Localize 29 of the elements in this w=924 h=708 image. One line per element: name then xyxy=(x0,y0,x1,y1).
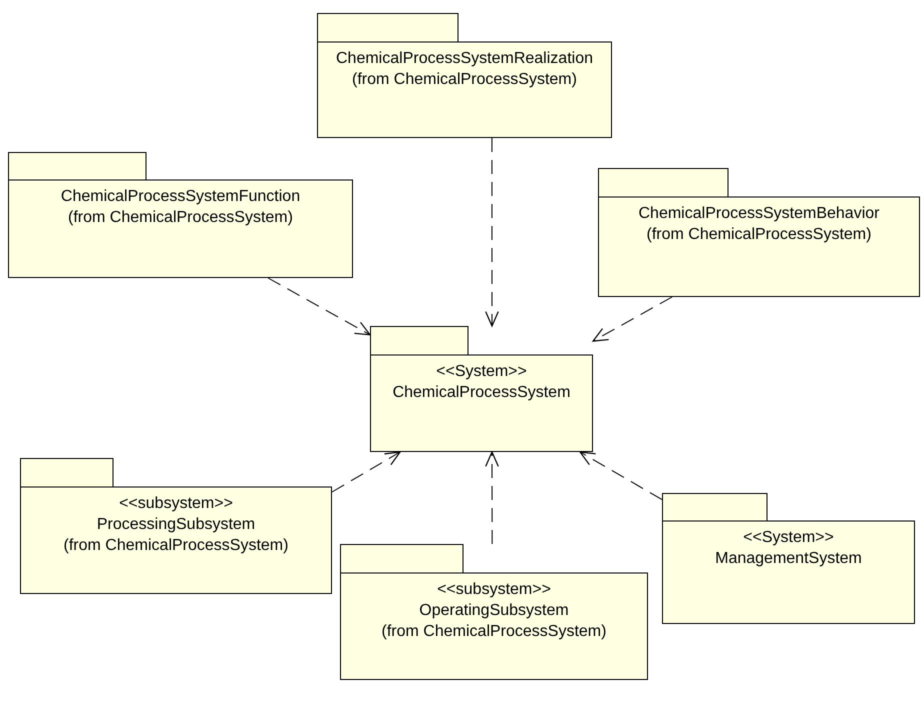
dependency-arrow xyxy=(579,451,662,500)
package-label: (from ChemicalProcessSystem) xyxy=(382,622,606,642)
package-label: (from ChemicalProcessSystem) xyxy=(646,225,872,245)
dependency-arrow xyxy=(485,451,499,544)
package-shape xyxy=(8,152,353,278)
stereotype-label: <<subsystem>> xyxy=(437,580,551,600)
package-label: ChemicalProcessSystem xyxy=(392,383,570,403)
stereotype-label: <<System>> xyxy=(436,362,527,382)
package-label: (from ChemicalProcessSystem) xyxy=(68,208,293,228)
package-label: (from ChemicalProcessSystem) xyxy=(352,70,577,90)
package-shape xyxy=(340,544,648,680)
package-label: ChemicalProcessSystemRealization xyxy=(336,49,593,69)
dependency-arrow xyxy=(268,278,371,336)
package-label: ProcessingSubsystem xyxy=(96,515,256,535)
package-shape xyxy=(20,458,332,594)
package-shape xyxy=(662,493,915,624)
package-label: ChemicalProcessSystemBehavior xyxy=(638,204,880,224)
package-label: (from ChemicalProcessSystem) xyxy=(64,536,288,556)
package-shape xyxy=(370,326,593,452)
dependency-arrow xyxy=(592,296,673,342)
package-label: ChemicalProcessSystemFunction xyxy=(60,187,300,207)
dependency-arrow xyxy=(332,451,401,492)
stereotype-label: <<System>> xyxy=(743,528,834,548)
dependency-arrow xyxy=(485,138,499,327)
stereotype-label: <<subsystem>> xyxy=(119,494,233,514)
package-shape xyxy=(598,168,920,297)
package-label: ManagementSystem xyxy=(715,549,862,569)
package-label: OperatingSubsystem xyxy=(419,601,569,621)
package-shape xyxy=(317,13,612,138)
